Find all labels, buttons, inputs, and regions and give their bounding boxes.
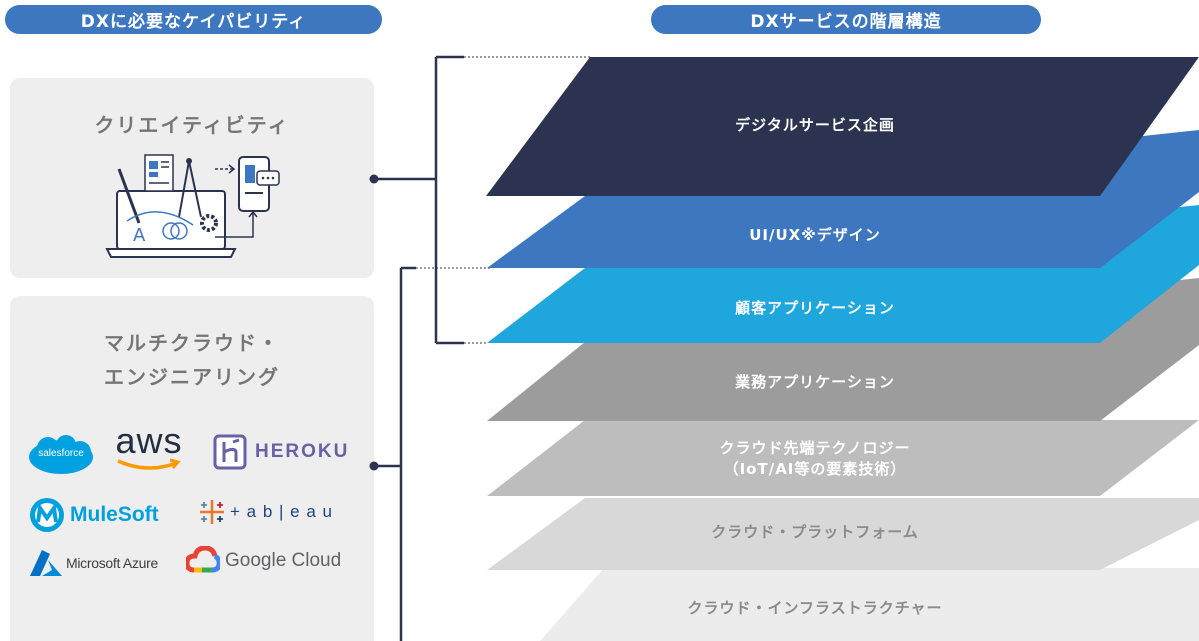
mulesoft-logo-text: MuleSoft <box>70 503 159 526</box>
design-illustration-icon: A <box>105 154 280 258</box>
layer-shape-digital-planning <box>486 57 1199 196</box>
multicloud-title-line1: マルチクラウド・ <box>104 331 280 355</box>
heroku-logo-text: HEROKU <box>255 441 350 462</box>
tableau-logo-text: + a b | e a u <box>230 502 333 521</box>
aws-logo-text: aws <box>115 420 183 461</box>
salesforce-logo: salesforce <box>28 434 94 476</box>
layer-shape-cloud-infrastructure <box>540 568 1199 641</box>
layer-label-cloud-platform: クラウド・プラットフォーム <box>711 523 919 541</box>
layer-label-business-apps: 業務アプリケーション <box>735 373 895 391</box>
heroku-logo: HEROKU <box>213 434 349 470</box>
multicloud-card: マルチクラウド・ エンジニアリング salesforce aws HEROKU <box>10 296 374 641</box>
creativity-connector-dot <box>369 174 379 184</box>
aws-logo: aws <box>114 420 184 472</box>
layer-shape-cloud-platform <box>487 498 1199 570</box>
layer-label-advanced-tech-2: （IoT/AI等の要素技術） <box>723 460 907 478</box>
connector-lines <box>374 55 464 641</box>
capabilities-header: DXに必要なケイパビリティ <box>5 5 382 34</box>
azure-logo: Microsoft Azure <box>28 548 158 578</box>
azure-logo-text: Microsoft Azure <box>66 555 158 571</box>
google-cloud-logo: Google Cloud <box>186 546 341 576</box>
multicloud-title-line2: エンジニアリング <box>104 365 280 389</box>
google-cloud-logo-text: Google Cloud <box>225 550 342 571</box>
multicloud-connector-dot <box>369 461 379 471</box>
creativity-title: クリエイティビティ <box>94 113 290 137</box>
layer-label-advanced-tech-1: クラウド先端テクノロジー <box>719 439 911 457</box>
layer-shape-advanced-tech <box>487 420 1199 496</box>
service-layers-header: DXサービスの階層構造 <box>651 5 1041 34</box>
layer-label-customer-apps: 顧客アプリケーション <box>735 299 895 317</box>
layer-label-uiux: UI/UX※デザイン <box>749 226 881 244</box>
layer-label-digital-planning: デジタルサービス企画 <box>735 116 895 134</box>
tableau-logo: + a b | e a u <box>198 498 333 526</box>
mulesoft-logo: MuleSoft <box>28 496 159 534</box>
creativity-card: クリエイティビティ A <box>10 78 374 278</box>
svg-text:A: A <box>133 225 146 246</box>
layer-label-cloud-infrastructure: クラウド・インフラストラクチャー <box>687 599 943 617</box>
dotted-guides <box>416 56 590 344</box>
salesforce-logo-text: salesforce <box>38 448 84 459</box>
